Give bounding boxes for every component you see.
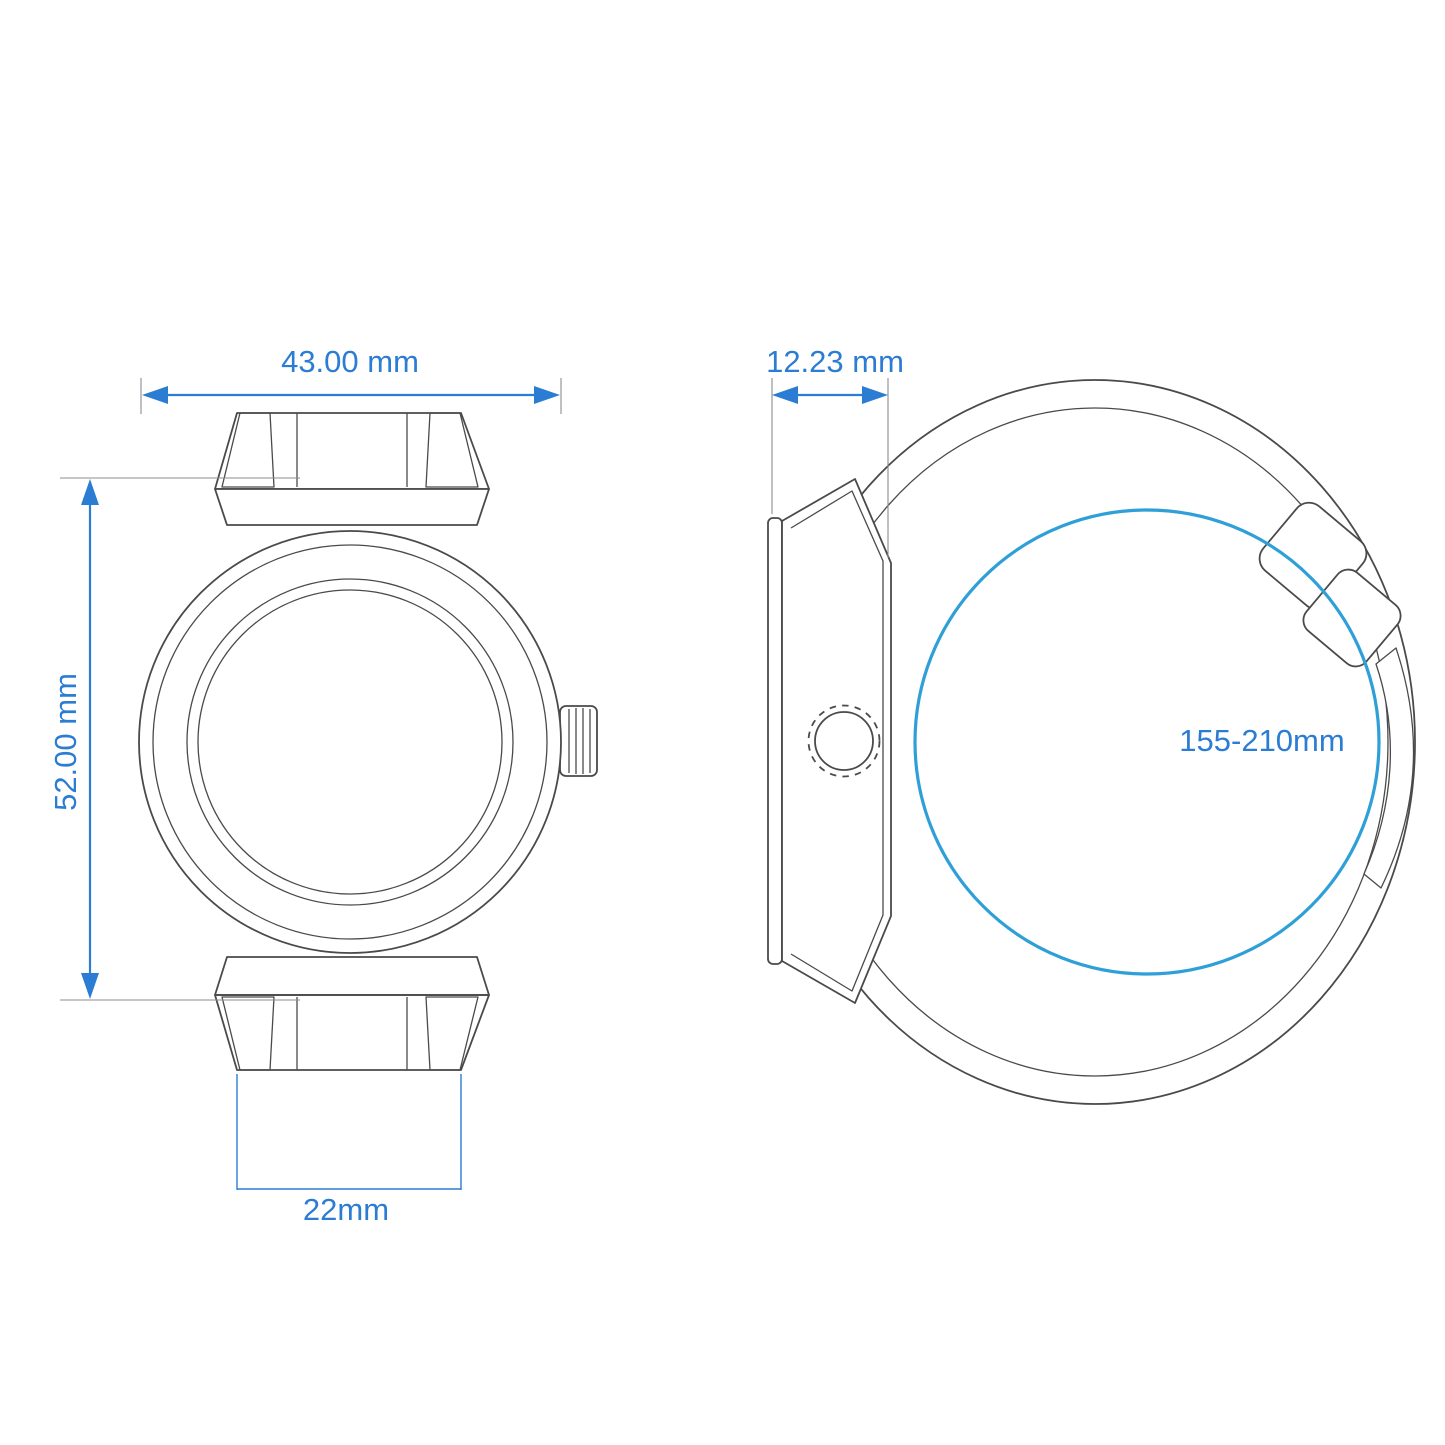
height-label: 52.00 mm — [48, 673, 83, 811]
crown-side — [807, 704, 881, 778]
front-view-drawing — [138, 412, 598, 1071]
strap-width-dimension: 22mm — [236, 1074, 462, 1227]
crown-front — [559, 705, 598, 777]
width-label: 43.00 mm — [281, 344, 419, 379]
height-dimension: 52.00 mm — [48, 477, 300, 1001]
buckle — [1258, 501, 1402, 668]
band-circumference-circle — [913, 508, 1381, 976]
thickness-dimension: 12.23 mm — [766, 344, 904, 558]
bottom-strap — [214, 956, 490, 1071]
watch-case-front — [138, 530, 562, 954]
width-dimension: 43.00 mm — [140, 344, 562, 414]
strap-width-label: 22mm — [303, 1192, 389, 1227]
top-strap — [214, 412, 490, 526]
band-length-label: 155-210mm — [1179, 723, 1344, 758]
watch-case-side — [767, 478, 892, 1004]
thickness-label: 12.23 mm — [766, 344, 904, 379]
strap-tail — [1363, 647, 1415, 889]
side-view-drawing: 155-210mm — [767, 379, 1416, 1105]
